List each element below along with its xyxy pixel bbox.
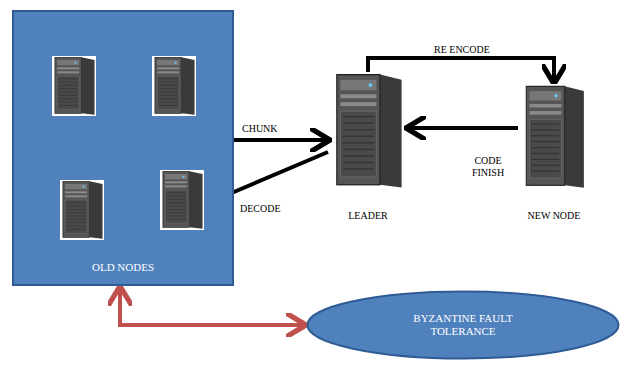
edge-label: RE ENCODE: [432, 44, 492, 56]
connector-line: [120, 288, 304, 325]
server-icon: [152, 56, 196, 120]
connector-line: [408, 126, 518, 130]
edge-label: DECODE: [238, 203, 283, 215]
region-box: OLD NODES: [12, 10, 234, 286]
server-node: NEW NODE: [518, 84, 590, 222]
connector: [408, 128, 518, 129]
edge-label: CODE FINISH: [458, 155, 518, 179]
region-label: OLD NODES: [14, 261, 232, 274]
server-icon: [332, 72, 404, 194]
ellipse-node: BYZANTINE FAULT TOLERANCE: [306, 290, 620, 360]
server-node: LEADER: [330, 72, 406, 222]
server-icon: [52, 56, 96, 120]
server-icon: [160, 170, 204, 234]
server-icon: [60, 180, 104, 244]
server-icon: [522, 84, 586, 194]
node-label: NEW NODE: [508, 210, 600, 222]
connector: [120, 288, 304, 325]
node-label: LEADER: [320, 210, 416, 222]
edge-label: CHUNK: [240, 123, 280, 135]
ellipse-label: BYZANTINE FAULT TOLERANCE: [388, 312, 538, 337]
